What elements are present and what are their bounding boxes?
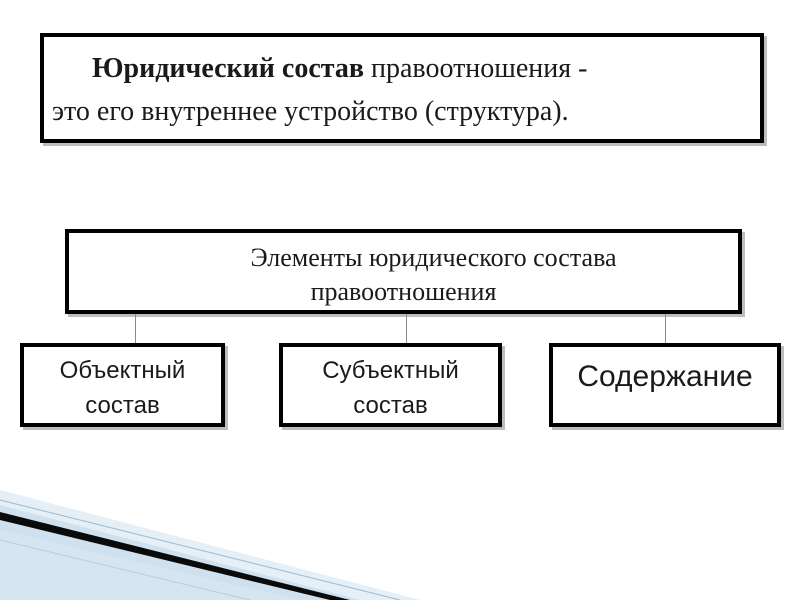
- child-label-line1: Содержание: [577, 360, 753, 393]
- diagram-root-box: Элементы юридического состава правоотнош…: [65, 229, 742, 314]
- definition-text-line1: правоотношения -: [371, 53, 588, 84]
- root-label-line2: правоотношения: [310, 277, 497, 306]
- definition-box: Юридический состав правоотношения - это …: [40, 33, 764, 143]
- diagram-child-box-content: Содержание: [549, 343, 781, 427]
- definition-term: Юридический состав: [92, 53, 364, 84]
- decor-swoosh-shade: [0, 530, 300, 600]
- child-label-line2: состав: [85, 392, 160, 419]
- root-label-line1: Элементы юридического состава: [250, 243, 617, 272]
- child-label-line1: Субъектный: [322, 357, 459, 384]
- connector-line-3: [665, 314, 666, 343]
- connector-line-2: [406, 314, 407, 343]
- connector-line-1: [135, 314, 136, 343]
- decor-line-1: [0, 499, 401, 600]
- child-label-line2: состав: [353, 392, 428, 419]
- decor-line-2: [0, 539, 251, 600]
- diagram-child-box-subject: Субъектный состав: [279, 343, 502, 427]
- decor-swoosh-dark: [0, 512, 350, 600]
- child-label-line1: Объектный: [59, 357, 186, 384]
- definition-text-line2: это его внутреннее устройство (структура…: [52, 96, 569, 127]
- diagram-child-box-object: Объектный состав: [20, 343, 225, 427]
